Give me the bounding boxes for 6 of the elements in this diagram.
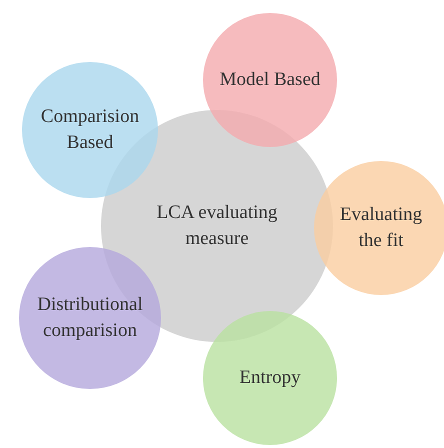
circle-label: Entropy (239, 366, 301, 390)
circle-label: Comparision Based (40, 105, 140, 155)
circle-label: Distributional comparision (36, 293, 144, 343)
circle-label: LCA evaluating measure (156, 201, 278, 251)
circle-label: Model Based (220, 68, 320, 92)
circle-label: Evaluating the fit (338, 203, 424, 253)
